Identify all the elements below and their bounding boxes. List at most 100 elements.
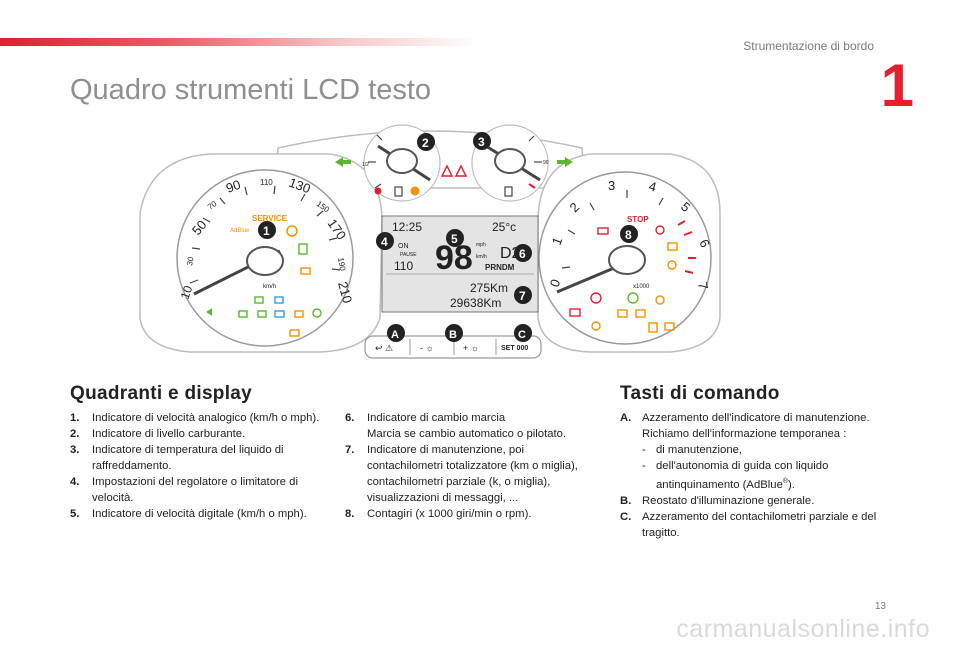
list-item: 3. Indicatore di temperatura del liquido … bbox=[70, 442, 325, 474]
airbag-icon bbox=[655, 225, 665, 235]
list-item: 1. Indicatore di velocità analogico (km/h… bbox=[70, 410, 325, 426]
speedo-tick-10: 10 bbox=[178, 283, 196, 301]
item-number: 6. bbox=[345, 412, 355, 424]
speedo-tick-90: 90 bbox=[224, 177, 243, 196]
speedo-tick-210: 210 bbox=[335, 280, 355, 305]
instrument-cluster-figure: 10 30 50 70 90 110 130 150 170 190 210 S… bbox=[139, 124, 721, 359]
preheat-icon bbox=[617, 309, 628, 318]
list-item-b: B.Reostato d'illuminazione generale. bbox=[620, 493, 880, 509]
callout-b: B bbox=[449, 329, 457, 341]
sidelight-icon bbox=[274, 296, 284, 304]
engine-icon bbox=[667, 242, 678, 251]
item-letter: C. bbox=[620, 510, 632, 523]
list-item: 8. Contagiri (x 1000 giri/min o rpm). bbox=[345, 506, 600, 522]
item-text-2: Richiamo dell'informazione temporanea : bbox=[642, 428, 847, 440]
temp-hub bbox=[494, 148, 526, 174]
watermark: carmanualsonline.info bbox=[676, 615, 930, 643]
sub-dash: - bbox=[642, 460, 646, 472]
abs-icon bbox=[627, 292, 639, 304]
fuel-low-label: 1/2 bbox=[362, 162, 369, 168]
item-number: 2. bbox=[70, 428, 80, 440]
fuel-hub bbox=[386, 148, 418, 174]
tacho-tick-3: 3 bbox=[608, 178, 615, 193]
temp-mid-label: 90 bbox=[543, 160, 549, 166]
button-a-label: ↩ ⚠ bbox=[375, 343, 393, 353]
sub-text: di manutenzione, bbox=[656, 444, 743, 456]
item-text: Indicatore di velocità analogico (km/h o… bbox=[92, 412, 320, 424]
speedometer-hub bbox=[246, 246, 284, 276]
tachometer-warning-icons bbox=[569, 225, 678, 333]
item-text: Azzeramento dell'indicatore di manutenzi… bbox=[642, 412, 870, 424]
power-steering-icon bbox=[655, 295, 665, 305]
item-number: 8. bbox=[345, 508, 355, 520]
page-title: Quadro strumenti LCD testo bbox=[70, 74, 432, 106]
lcd-speed-unit-mph: mph bbox=[476, 242, 486, 248]
sub-text: dell'autonomia di guida con liquido anti… bbox=[656, 460, 829, 491]
displays-list-col1: 1. Indicatore di velocità analogico (km/h… bbox=[70, 410, 325, 522]
item-number: 4. bbox=[70, 476, 80, 488]
speedometer-unit: km/h bbox=[263, 284, 276, 290]
hazard-icon bbox=[664, 322, 675, 331]
warning-red-icon-2 bbox=[454, 164, 468, 177]
speedometer-minor-ticks bbox=[189, 185, 341, 284]
lcd-temperature: 25°c bbox=[492, 220, 516, 234]
item-text: Azzeramento del contachilometri parziale… bbox=[642, 510, 877, 539]
list-item: 2.Indicatore di livello carburante. bbox=[70, 426, 325, 442]
chapter-number: 1 bbox=[880, 52, 914, 119]
turn-right-icon bbox=[557, 157, 573, 167]
seatbelt-icon bbox=[298, 243, 308, 255]
callout-8: 8 bbox=[625, 228, 632, 242]
item-text: Contagiri (x 1000 giri/min o rpm). bbox=[367, 508, 532, 520]
warning-red-icon bbox=[440, 164, 454, 177]
tacho-tick-7: 7 bbox=[695, 281, 711, 291]
item-number: 1. bbox=[70, 412, 80, 424]
item-text-2: Marcia se cambio automatico o pilotato. bbox=[367, 428, 567, 440]
item-number: 5. bbox=[70, 508, 80, 520]
list-item-c: C. Azzeramento del contachilometri parzia… bbox=[620, 509, 880, 541]
speedo-tick-30: 30 bbox=[185, 255, 196, 266]
controls-list: A. Azzeramento dell'indicatore di manuten… bbox=[620, 410, 880, 541]
item-letter: A. bbox=[620, 412, 632, 424]
lcd-cruise-label: ON bbox=[398, 243, 409, 250]
dipped-beam-icon bbox=[257, 310, 267, 318]
service-label: SERVICE bbox=[252, 214, 288, 223]
service-icon bbox=[591, 321, 601, 331]
fog-light-icon bbox=[300, 267, 311, 275]
tachometer-minor-ticks bbox=[561, 190, 664, 269]
lcd-partial-km: 275Km bbox=[470, 281, 508, 295]
oil-pressure-icon bbox=[597, 227, 609, 235]
lcd-time: 12:25 bbox=[392, 220, 422, 234]
rear-foglight-icon bbox=[294, 310, 304, 318]
callout-4: 4 bbox=[381, 235, 388, 249]
button-set-label: SET 000 bbox=[501, 345, 528, 352]
callout-2: 2 bbox=[422, 136, 429, 150]
list-item: 7.Indicatore di manutenzione, poi contac… bbox=[345, 442, 600, 506]
fuel-orange-dot bbox=[410, 186, 420, 196]
item-text: Indicatore di temperatura del liquido di… bbox=[92, 444, 284, 472]
sub-item: -dell'autonomia di guida con liquido ant… bbox=[642, 458, 880, 493]
callout-a: A bbox=[391, 329, 399, 341]
section-title-displays: Quadranti e display bbox=[70, 383, 253, 404]
item-text: Indicatore di cambio marcia bbox=[367, 412, 506, 424]
registered-mark: ® bbox=[782, 478, 789, 485]
left-indicator-icon bbox=[206, 308, 212, 316]
main-beam-icon bbox=[274, 310, 285, 318]
item-number: 3. bbox=[70, 444, 80, 456]
lcd-set-speed: 110 bbox=[394, 259, 413, 273]
tacho-tick-4: 4 bbox=[647, 178, 658, 194]
lcd-limit-label: PAUSE bbox=[400, 252, 417, 258]
speedo-tick-130: 130 bbox=[287, 175, 313, 197]
adblue-label: AdBlue bbox=[230, 228, 250, 234]
callout-markers: 1 2 3 4 5 6 7 8 bbox=[258, 132, 638, 304]
callout-3: 3 bbox=[478, 135, 485, 149]
section-header: Strumentazione di bordo bbox=[743, 39, 874, 53]
item-text: Indicatore di velocità digitale (km/h o … bbox=[92, 508, 307, 520]
fuel-pump-icon bbox=[394, 186, 403, 197]
fuel-red-dot bbox=[374, 187, 382, 195]
tachometer-unit: x1000 bbox=[633, 284, 650, 290]
section-title-controls: Tasti di comando bbox=[620, 383, 780, 404]
stop-label: STOP bbox=[627, 215, 649, 224]
speedometer-warning-icons bbox=[206, 225, 322, 337]
